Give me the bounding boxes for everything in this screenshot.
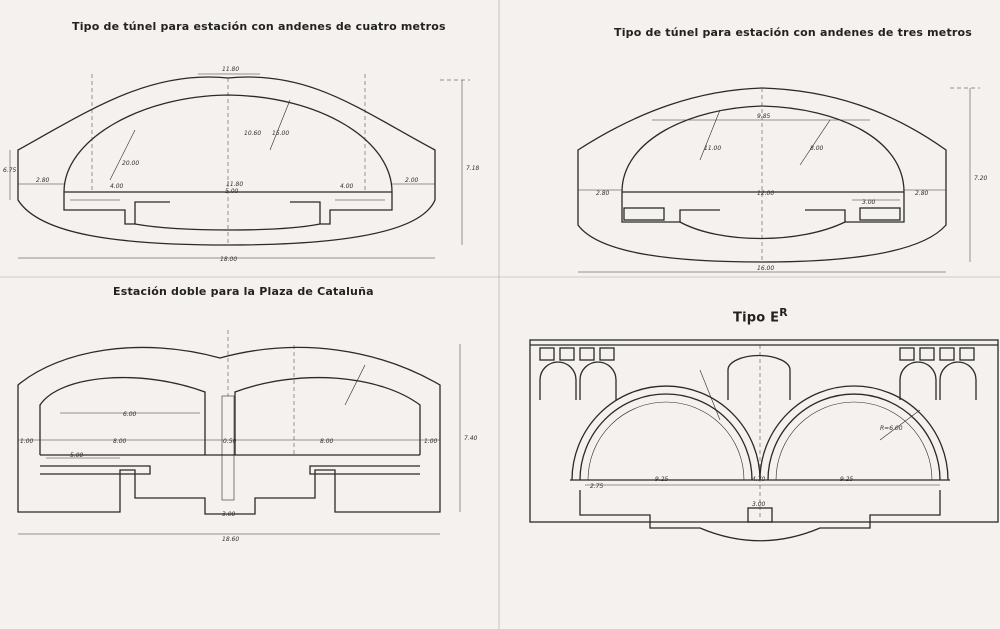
dim-mid-span: 11.80 <box>226 181 243 188</box>
diagram-four-meter: 11.80 2.80 4.00 11.80 5.00 4.00 2.00 18.… <box>3 66 480 263</box>
dim-radius-3a: 11.00 <box>704 145 721 152</box>
dim-center: 5.00 <box>225 188 239 195</box>
dim-radius-2: 15.00 <box>272 130 289 137</box>
dim-platform-right: 4.00 <box>340 183 354 190</box>
dim-radius-3b: 8.00 <box>810 145 824 152</box>
dim-bottom-total-3: 16.00 <box>757 265 774 272</box>
dim-er-center: 9.25 <box>655 476 669 483</box>
dim-left-side-3: 2.80 <box>596 190 610 197</box>
dim-platform-3: 3.00 <box>862 199 876 206</box>
dim-mid-span-3: 12.00 <box>757 190 774 197</box>
dim-left-edge: 1.00 <box>20 438 34 445</box>
diagram-three-meter: 9.85 2.80 12.00 2.80 16.00 7.20 3.00 11.… <box>577 87 988 273</box>
dim-er-bottom: 3.00 <box>752 501 766 508</box>
dim-right-edge: 1.00 <box>424 438 438 445</box>
dim-width-right: 8.00 <box>320 438 334 445</box>
dim-radius-3: 20.00 <box>122 160 139 167</box>
title-four-meter: Tipo de túnel para estación con andenes … <box>72 20 446 33</box>
dim-left-top: 6.00 <box>123 411 137 418</box>
dim-bottom-d: 3.00 <box>222 511 236 518</box>
dim-right-side-3: 2.80 <box>915 190 929 197</box>
dim-top-width: 11.80 <box>222 66 239 73</box>
dim-platform-left-d: 5.00 <box>70 452 84 459</box>
dim-platform-left: 4.00 <box>110 183 124 190</box>
dim-bottom-total: 18.00 <box>220 256 237 263</box>
dim-top: 9.85 <box>757 113 771 120</box>
diagram-type-er: 2.75 9.25 4.70 9.25 3.00 R=6.00 <box>529 339 999 542</box>
dim-right-height-3: 7.20 <box>974 175 988 182</box>
dim-er-right: 9.25 <box>840 476 854 483</box>
dim-total-d: 18.60 <box>222 536 239 543</box>
dim-left-side: 2.80 <box>36 177 50 184</box>
title-type-er-word: Tipo <box>733 310 766 326</box>
title-type-er-letter: E <box>770 310 780 326</box>
title-type-er-sup: R <box>779 306 788 319</box>
dim-er-left: 2.75 <box>590 483 604 490</box>
fold-line-vertical <box>498 0 500 629</box>
dim-er-radius: R=6.00 <box>880 425 903 432</box>
dim-width-left: 8.00 <box>113 438 127 445</box>
title-three-meter: Tipo de túnel para estación con andenes … <box>614 26 973 39</box>
diagram-double-station: 6.00 0.50 8.00 8.00 5.00 3.00 1.00 1.00 … <box>17 330 478 543</box>
title-type-er: Tipo ER <box>733 306 788 325</box>
dim-center-width: 0.50 <box>223 438 237 445</box>
dim-right-side: 2.00 <box>405 177 419 184</box>
title-double-station: Estación doble para la Plaza de Cataluña <box>113 285 374 298</box>
fold-line-horizontal <box>0 276 1000 278</box>
dim-radius-1: 10.60 <box>244 130 261 137</box>
dim-er-mid: 4.70 <box>752 476 766 483</box>
dim-height: 7.18 <box>466 165 480 172</box>
dim-height-d: 7.40 <box>464 435 478 442</box>
dim-left-height: 6.75 <box>3 167 17 174</box>
